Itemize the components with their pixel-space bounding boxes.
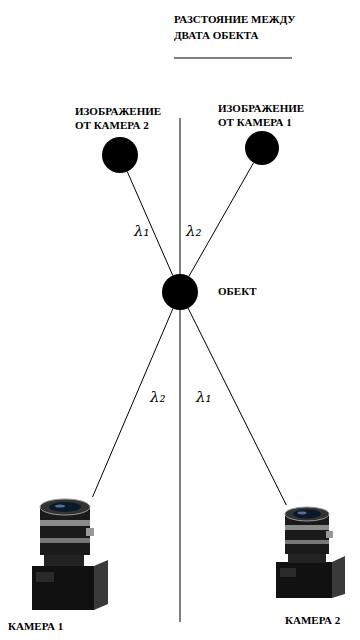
- circle-shape: [162, 274, 198, 310]
- node-label: КАМЕРА 1: [8, 619, 63, 633]
- circle-shape: [245, 131, 279, 165]
- connector-line: [93, 309, 173, 497]
- connector-line: [188, 308, 286, 505]
- image-circle: ИЗОБРАЖЕНИЕ ОТ КАМЕРА 2: [102, 137, 138, 173]
- node-label: ИЗОБРАЖЕНИЕ ОТ КАМЕРА 2: [75, 104, 173, 133]
- angle-label: λ₂: [150, 388, 166, 406]
- camera-unit: КАМЕРА 1: [22, 497, 114, 612]
- filled-circle: [162, 274, 198, 310]
- camera-1-picture: [32, 499, 108, 610]
- node-label: ОБЕКТ: [218, 284, 256, 298]
- filled-circle: [102, 137, 138, 173]
- diagram-title: РАЗСТОЯНИЕ МЕЖДУ ДВАТА ОБЕКТА: [174, 12, 306, 44]
- image-circle: ИЗОБРАЖЕНИЕ ОТ КАМЕРА 1: [245, 131, 279, 165]
- connector-line: [127, 171, 173, 275]
- camera-2-picture: [276, 507, 345, 598]
- sight-line: [189, 163, 254, 277]
- axis-line: [180, 118, 181, 622]
- filled-circle: [245, 131, 279, 165]
- object-circle: ОБЕКТ: [162, 274, 198, 310]
- node-label: ИЗОБРАЖЕНИЕ ОТ КАМЕРА 1: [218, 101, 316, 130]
- sight-line: [93, 309, 173, 497]
- sight-line: [127, 171, 173, 275]
- angle-label: λ₁: [134, 222, 150, 240]
- node-label: КАМЕРА 2: [285, 613, 340, 627]
- camera-unit: КАМЕРА 2: [265, 505, 355, 600]
- sight-line: [188, 308, 286, 505]
- title-underline: [174, 58, 292, 59]
- circle-shape: [102, 137, 138, 173]
- angle-label: λ₂: [186, 222, 202, 240]
- angle-label: λ₁: [196, 388, 212, 406]
- connector-line: [189, 163, 254, 277]
